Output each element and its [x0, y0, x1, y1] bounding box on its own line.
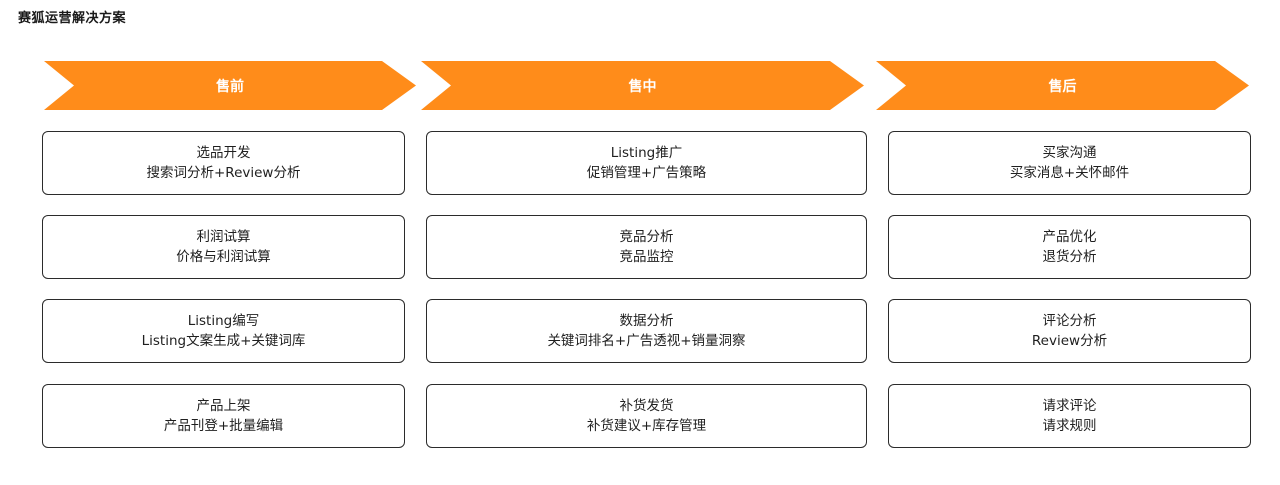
card-desc: 买家消息+关怀邮件 [1009, 165, 1130, 181]
card-title: 评论分析 [1042, 313, 1097, 329]
card-desc: Review分析 [1031, 333, 1108, 349]
chevron-arrow-shape [421, 61, 864, 110]
card-title: 产品优化 [1042, 229, 1097, 245]
card-title: Listing推广 [610, 145, 683, 161]
stage-arrow-in-sale: 售中 [421, 61, 864, 110]
card-desc: 竞品监控 [619, 249, 674, 265]
solution-card-listing-promotion: Listing推广 促销管理+广告策略 [426, 131, 867, 195]
page-title: 赛狐运营解决方案 [18, 11, 127, 26]
stage-label: 售中 [628, 78, 657, 95]
card-title: Listing编写 [187, 313, 260, 329]
card-desc: 价格与利润试算 [176, 249, 271, 265]
solution-card-review-analysis: 评论分析 Review分析 [888, 299, 1251, 363]
solution-card-replenishment: 补货发货 补货建议+库存管理 [426, 384, 867, 448]
solution-card-buyer-communication: 买家沟通 买家消息+关怀邮件 [888, 131, 1251, 195]
card-desc: 退货分析 [1042, 249, 1097, 265]
card-desc: 搜索词分析+Review分析 [146, 165, 301, 181]
card-desc: 补货建议+库存管理 [586, 418, 707, 434]
chevron-arrow-shape [876, 61, 1249, 110]
stage-arrow-pre-sale: 售前 [44, 61, 416, 110]
solution-card-listing-writing: Listing编写 Listing文案生成+关键词库 [42, 299, 405, 363]
solution-card-request-review: 请求评论 请求规则 [888, 384, 1251, 448]
chevron-arrow-shape [44, 61, 416, 110]
card-title: 数据分析 [619, 313, 674, 329]
solution-card-product-selection: 选品开发 搜索词分析+Review分析 [42, 131, 405, 195]
solution-card-product-listing: 产品上架 产品刊登+批量编辑 [42, 384, 405, 448]
solution-card-product-optimization: 产品优化 退货分析 [888, 215, 1251, 279]
card-desc: 产品刊登+批量编辑 [163, 418, 284, 434]
card-title: 选品开发 [196, 145, 251, 161]
card-title: 竞品分析 [619, 229, 674, 245]
solution-card-data-analysis: 数据分析 关键词排名+广告透视+销量洞察 [426, 299, 867, 363]
card-desc: 关键词排名+广告透视+销量洞察 [547, 333, 746, 349]
stage-arrow-after-sale: 售后 [876, 61, 1249, 110]
card-desc: 促销管理+广告策略 [586, 165, 707, 181]
card-title: 补货发货 [619, 398, 674, 414]
card-title: 买家沟通 [1042, 145, 1097, 161]
card-title: 产品上架 [196, 398, 251, 414]
card-title: 利润试算 [196, 229, 251, 245]
card-desc: Listing文案生成+关键词库 [141, 333, 306, 349]
card-title: 请求评论 [1042, 398, 1097, 414]
stage-label: 售前 [216, 78, 244, 95]
stage-label: 售后 [1048, 78, 1077, 95]
card-desc: 请求规则 [1042, 418, 1097, 434]
solution-card-competitor-analysis: 竞品分析 竞品监控 [426, 215, 867, 279]
solution-card-profit-calc: 利润试算 价格与利润试算 [42, 215, 405, 279]
